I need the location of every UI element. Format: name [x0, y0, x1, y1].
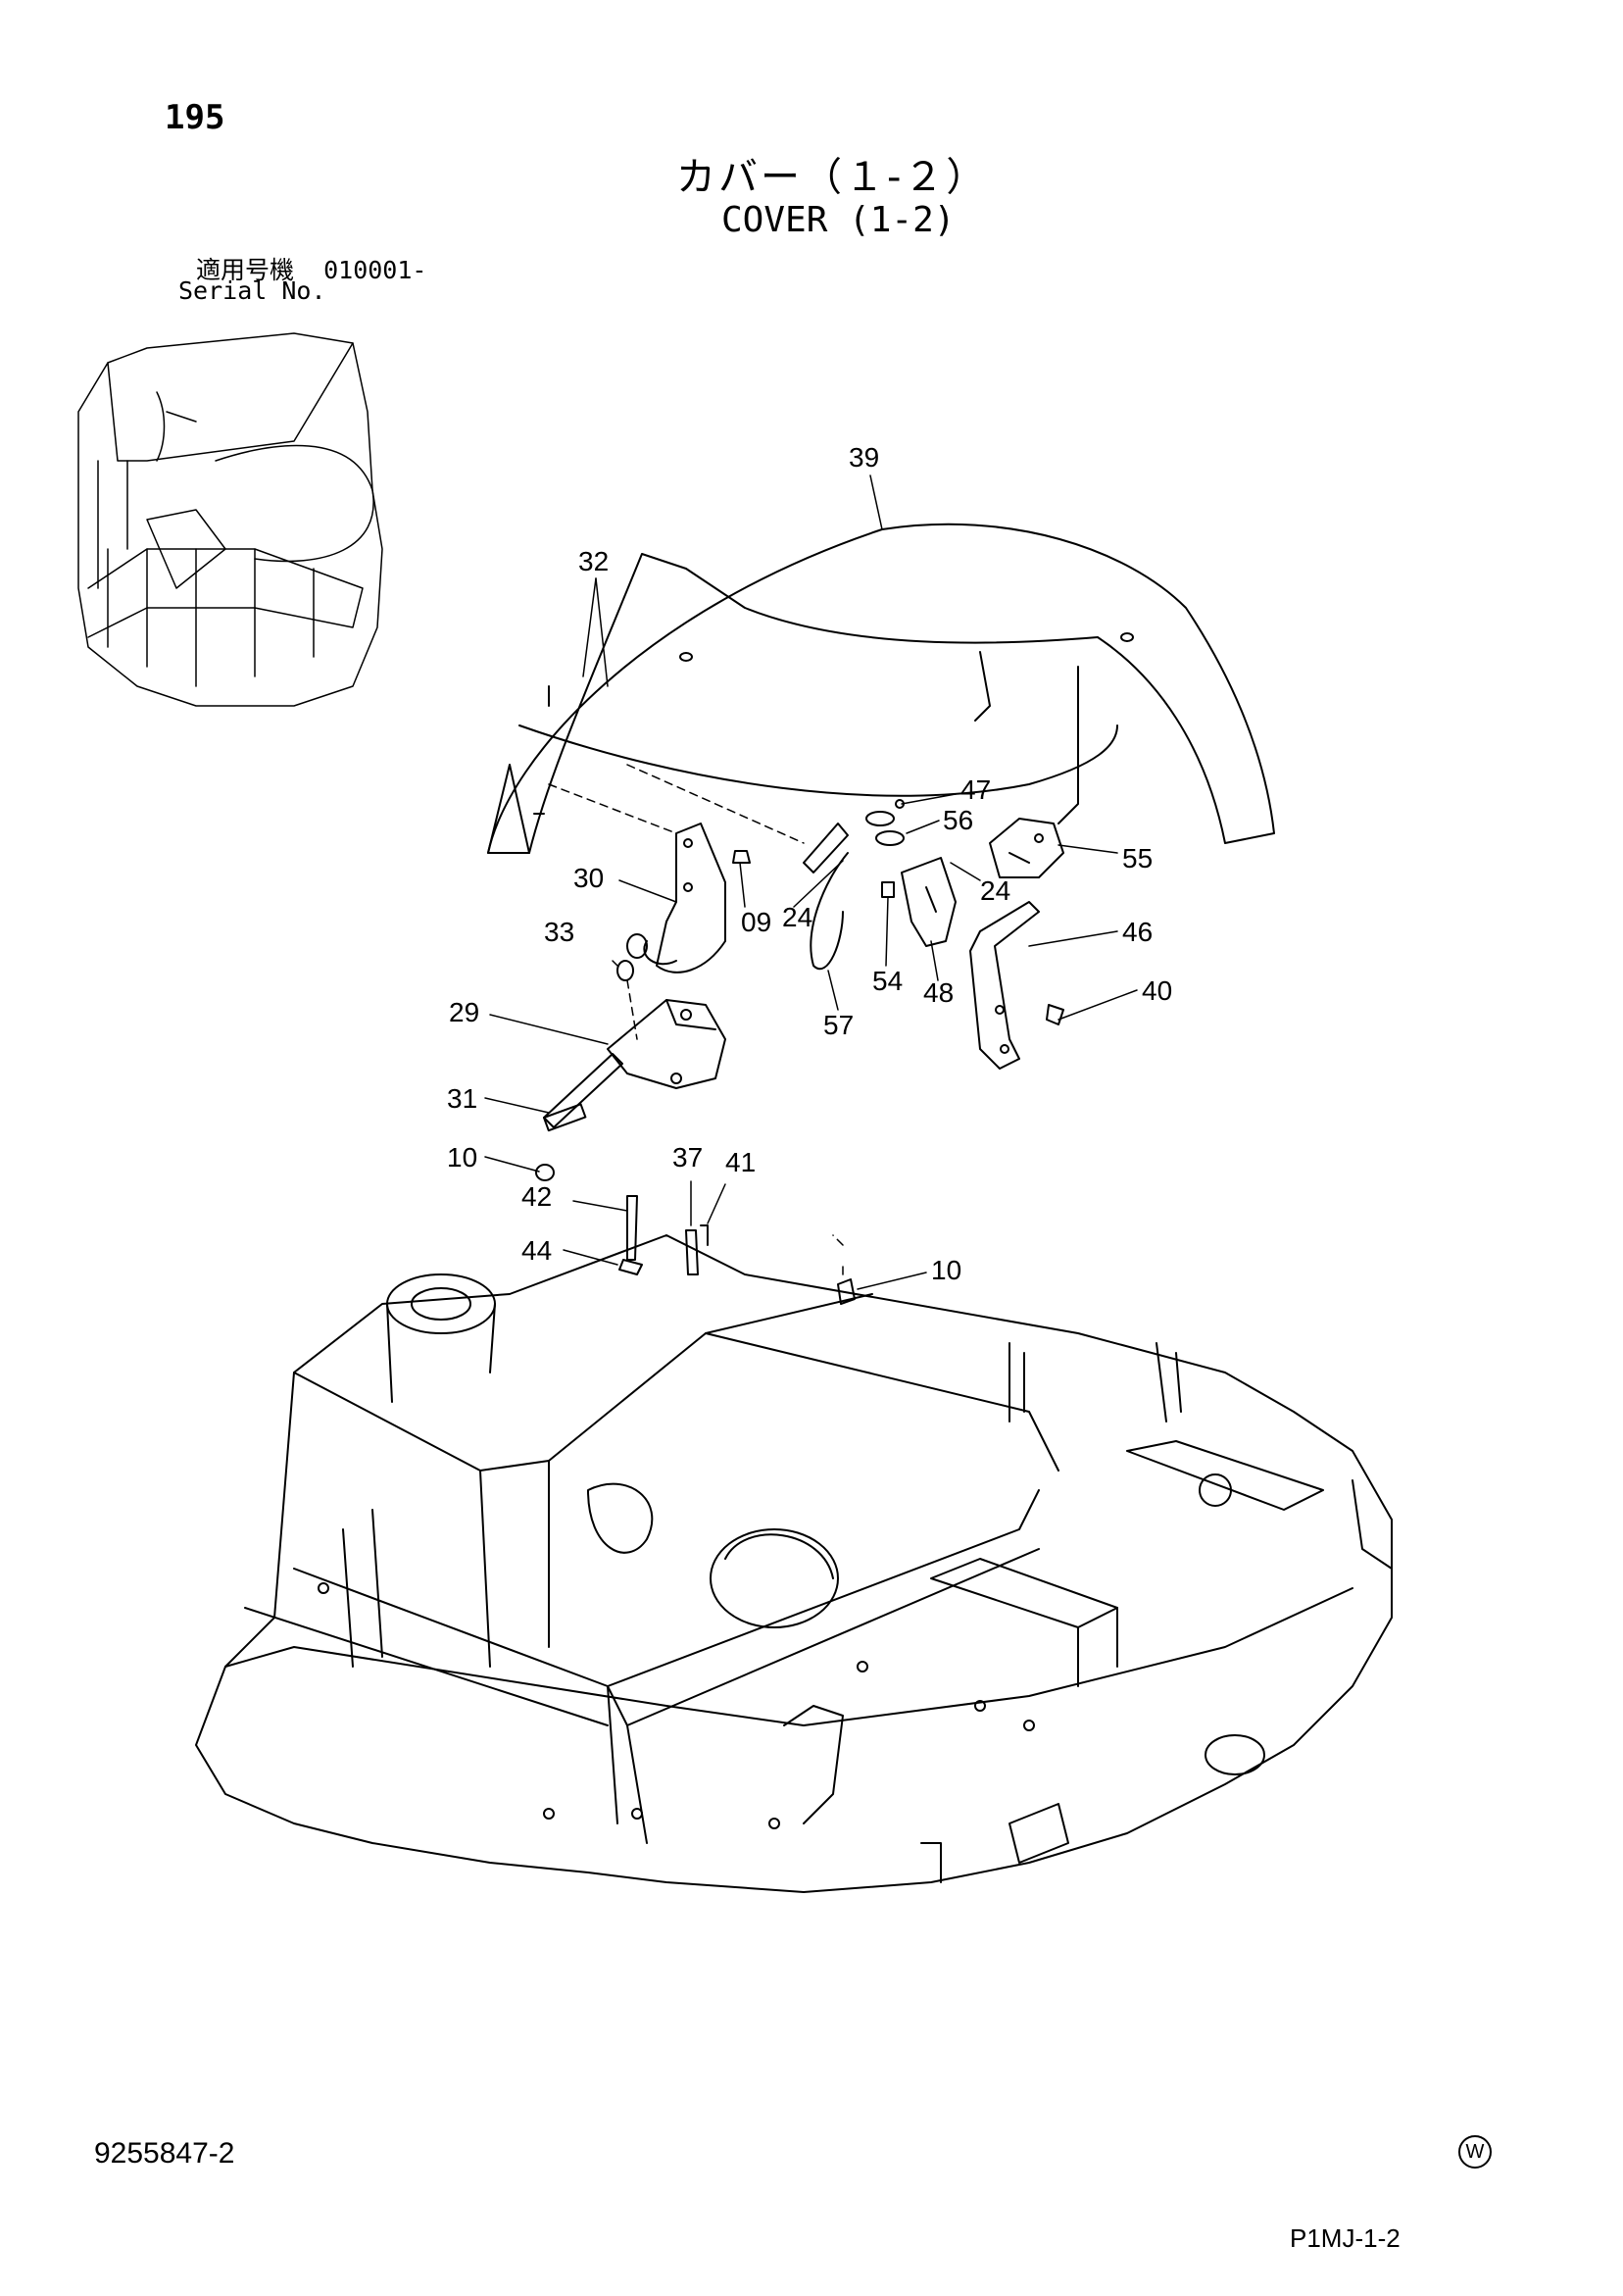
callout-33: 33 [544, 917, 574, 947]
callout-31: 31 [447, 1083, 477, 1114]
serial-label-english: Serial No. [178, 276, 326, 305]
callout-47: 47 [960, 774, 991, 805]
page-title-japanese: カバー（１-２） [676, 155, 989, 200]
callout-10-left: 10 [447, 1142, 477, 1173]
callout-24-right: 24 [980, 875, 1010, 906]
document-number: 9255847-2 [94, 2137, 235, 2170]
callout-30: 30 [573, 863, 604, 893]
callout-leaders [484, 474, 1138, 1290]
callout-48: 48 [923, 977, 954, 1008]
upper-frame [195, 1234, 1393, 1893]
part-55-latch [989, 818, 1064, 878]
serial-range-japanese: 適用号機 010001- [196, 256, 427, 284]
part-31-pin [535, 1053, 623, 1181]
fasteners-09-33 [616, 850, 751, 981]
callout-24-left: 24 [782, 902, 812, 932]
callout-39: 39 [849, 442, 879, 473]
callout-41: 41 [725, 1147, 756, 1177]
page-code: P1MJ-1-2 [1290, 2223, 1401, 2253]
callout-32: 32 [578, 546, 609, 576]
callout-56: 56 [943, 805, 973, 835]
callout-55: 55 [1122, 843, 1153, 873]
page-title-english: COVER (1-2) [721, 200, 956, 240]
page-number: 195 [165, 98, 225, 137]
callout-54: 54 [872, 966, 903, 996]
callout-40: 40 [1142, 975, 1172, 1006]
callout-42: 42 [521, 1181, 552, 1212]
part-48-plate [881, 857, 957, 947]
part-46-bracket [969, 901, 1064, 1070]
callout-44: 44 [521, 1235, 552, 1266]
callout-57: 57 [823, 1010, 854, 1040]
region-mark-badge: W [1458, 2135, 1492, 2169]
callout-29: 29 [449, 997, 479, 1027]
callout-numbers: 39 32 47 56 55 24 24 30 09 46 33 54 48 4… [447, 442, 1172, 1285]
machine-location-thumbnail [77, 332, 383, 707]
dashed-assembly-lines [548, 675, 1079, 1275]
callout-46: 46 [1122, 917, 1153, 947]
parts-42-44-37-41 [618, 1195, 709, 1275]
callout-09: 09 [741, 907, 771, 937]
callout-37: 37 [672, 1142, 703, 1173]
part-30-bracket [626, 823, 726, 973]
callout-10-right: 10 [931, 1255, 961, 1285]
part-29-bracket [607, 999, 726, 1089]
